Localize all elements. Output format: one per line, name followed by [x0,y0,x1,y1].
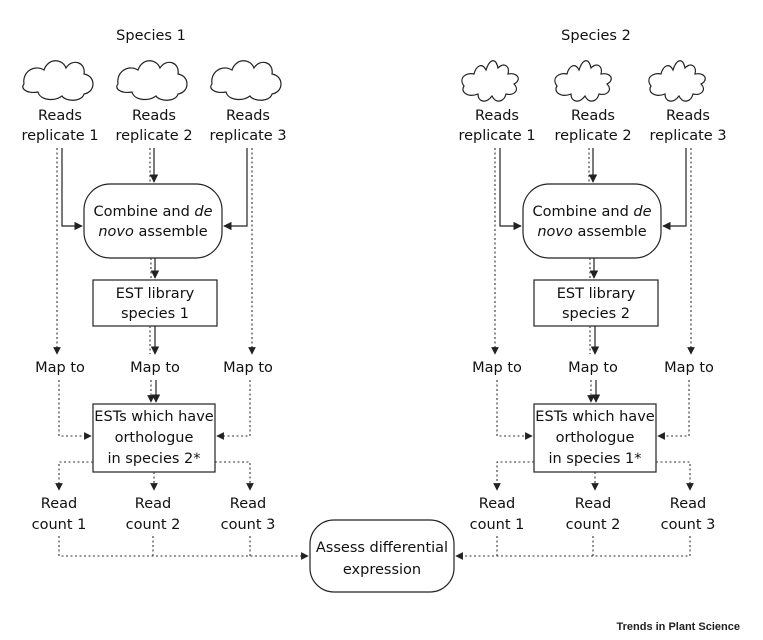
orthologue-left-2: orthologue [115,430,194,446]
reads-label-6: Reads [666,108,710,124]
reads-label-5: Reads [571,108,615,124]
read-count-left-2a: Read [135,496,171,512]
read-count-left-1a: Read [41,496,77,512]
orthologue-box-left [92,403,216,473]
reads-label-2: Reads [132,108,176,124]
read-count-left-1b: count 1 [32,517,87,533]
read-count-right-1b: count 1 [470,517,525,533]
journal-brand: Trends in Plant Science [617,621,741,633]
map-to-right-3: Map to [664,360,714,376]
read-count-left-3a: Read [230,496,266,512]
orthologue-right-3: in species 1* [548,451,641,467]
assemble-box-right [522,183,662,259]
reads-label-4: Reads [475,108,519,124]
reads-replicate-3: replicate 3 [209,128,286,144]
assemble-text-right-1: Combine and de [532,204,651,220]
read-count-right-2a: Read [575,496,611,512]
reads-replicate-2: replicate 2 [115,128,192,144]
reads-cloud-1 [22,60,94,101]
connectors-right [455,148,695,560]
read-count-right-2b: count 2 [566,517,621,533]
est-library-box-left [92,279,218,327]
orthologue-right-2: orthologue [556,430,635,446]
reads-cloud-3 [210,60,282,101]
reads-replicate-6: replicate 3 [649,128,726,144]
reads-label-1: Reads [38,108,82,124]
reads-cloud-2 [116,60,188,101]
reads-cloud-5 [554,60,612,102]
reads-replicate-5: replicate 2 [554,128,631,144]
reads-replicate-1: replicate 1 [21,128,98,144]
assemble-text-left-2: novo assemble [98,224,207,240]
assemble-text-right-2: novo assemble [537,224,646,240]
map-to-left-1: Map to [35,360,85,376]
orthologue-right-1: ESTs which have [535,409,654,425]
est-library-right-1: EST library [557,286,636,302]
assess-differential-expression-box [309,519,455,593]
assess-text-1: Assess differential [316,540,448,556]
species-2-title: Species 2 [561,28,631,44]
reads-cloud-4 [461,60,519,102]
est-library-box-right [533,279,659,327]
connectors-left [53,148,309,560]
orthologue-left-3: in species 2* [107,451,200,467]
est-library-left-1: EST library [116,286,195,302]
reads-cloud-6 [648,60,706,102]
reads-replicate-4: replicate 1 [458,128,535,144]
est-library-left-2: species 1 [121,306,189,322]
orthologue-left-1: ESTs which have [94,409,213,425]
read-count-left-2b: count 2 [126,517,181,533]
reads-label-3: Reads [226,108,270,124]
assess-text-2: expression [343,562,421,578]
map-to-right-2: Map to [568,360,618,376]
read-count-right-3b: count 3 [661,517,716,533]
assemble-box-left [83,183,223,259]
map-to-left-3: Map to [223,360,273,376]
read-count-right-3a: Read [670,496,706,512]
map-to-left-2: Map to [130,360,180,376]
read-count-right-1a: Read [479,496,515,512]
assemble-text-left-1: Combine and de [93,204,212,220]
map-to-right-1: Map to [472,360,522,376]
species-1-title: Species 1 [116,28,186,44]
read-count-left-3b: count 3 [221,517,276,533]
est-library-right-2: species 2 [562,306,630,322]
